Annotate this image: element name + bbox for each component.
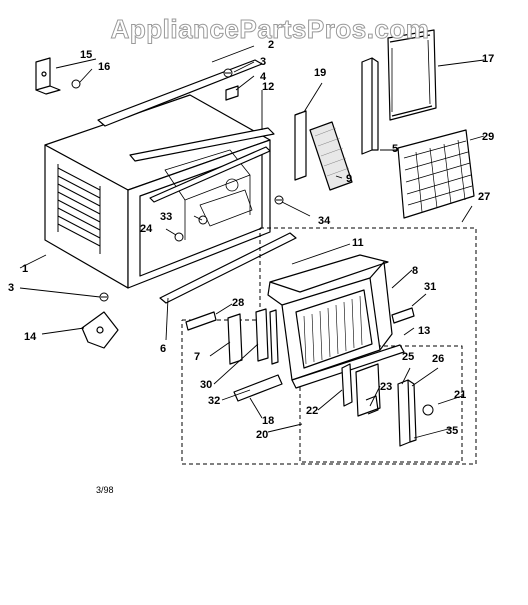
- rail-icon: [97, 59, 297, 304]
- callout-13: 13: [418, 325, 430, 337]
- callout-22: 22: [306, 405, 318, 417]
- bracket-icon: [35, 57, 61, 95]
- callout-21: 21: [454, 389, 466, 401]
- callout-28: 28: [232, 297, 244, 309]
- callout-27: 27: [478, 191, 490, 203]
- watermark: AppliancePartsPros.com: [110, 14, 430, 45]
- callout-1: 1: [22, 263, 28, 275]
- callout-25: 25: [402, 351, 414, 363]
- callout-16: 16: [98, 61, 110, 73]
- callout-12: 12: [262, 81, 274, 93]
- screw-icon: [71, 68, 434, 416]
- callout-6: 6: [160, 343, 166, 355]
- callout-3: 3: [8, 282, 14, 294]
- callout-19: 19: [314, 67, 326, 79]
- callout-29: 29: [482, 131, 494, 143]
- callout-15: 15: [80, 49, 92, 61]
- bracket-icon: [81, 311, 119, 349]
- callout-8: 8: [412, 265, 418, 277]
- rail-icon: [361, 57, 379, 155]
- callout-31: 31: [424, 281, 436, 293]
- callout-2: 2: [268, 39, 274, 51]
- filter-icon: [294, 110, 353, 191]
- cabinet-icon: [44, 94, 271, 289]
- callout-4: 4: [260, 71, 267, 83]
- callout-32: 32: [208, 395, 220, 407]
- callout-20: 20: [256, 429, 268, 441]
- callout-17: 17: [482, 53, 494, 65]
- callout-11: 11: [352, 237, 364, 249]
- callout-3: 3: [260, 56, 266, 68]
- callout-26: 26: [432, 353, 444, 365]
- callout-24: 24: [140, 223, 153, 235]
- callout-labels: 1233456789111213141516171819202122232425…: [8, 39, 494, 441]
- callout-14: 14: [24, 331, 37, 343]
- callout-35: 35: [446, 425, 458, 437]
- callout-7: 7: [194, 351, 200, 363]
- clip-icon: [341, 363, 417, 447]
- callout-23: 23: [380, 381, 392, 393]
- callout-18: 18: [262, 415, 274, 427]
- footer-code: 3/98: [96, 485, 114, 495]
- callout-9: 9: [346, 173, 352, 185]
- callout-34: 34: [318, 215, 331, 227]
- rail-icon: [387, 29, 437, 121]
- callout-30: 30: [200, 379, 212, 391]
- callout-33: 33: [160, 211, 172, 223]
- grille-icon: [397, 129, 475, 219]
- fan-shroud-icon: [267, 254, 405, 389]
- callout-5: 5: [392, 143, 398, 155]
- gasket-icon: [185, 307, 415, 402]
